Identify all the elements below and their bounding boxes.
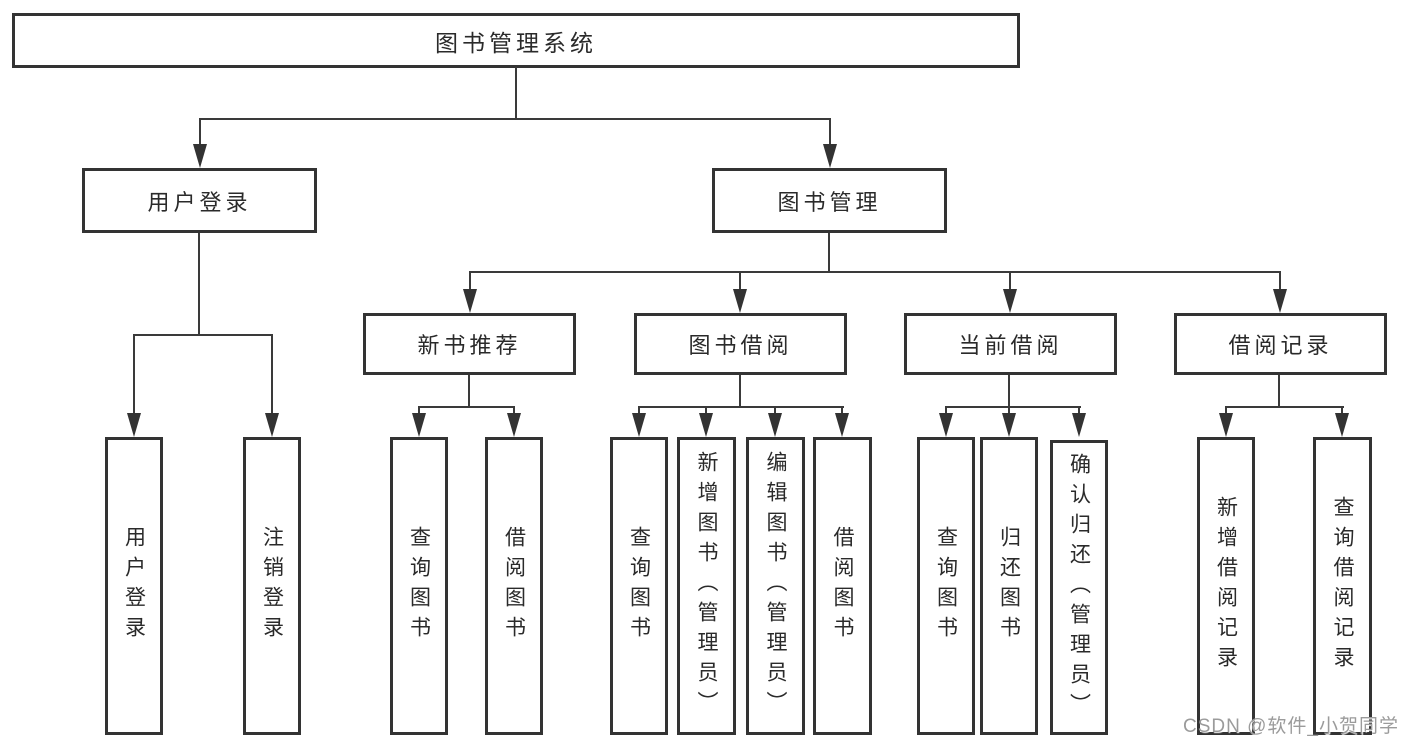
arrowhead-down-icon — [823, 144, 837, 168]
arrowhead-down-icon — [507, 413, 521, 437]
connector-stem — [1225, 406, 1227, 419]
leaf-confirm-return-admin-label: 确认归还（管理员） — [1067, 452, 1091, 723]
leaf-user-login: 用户登录 — [105, 437, 163, 735]
leaf-query-borrow-record-label: 查询借阅记录 — [1331, 496, 1355, 676]
connector-stem — [1008, 406, 1010, 419]
connector-stem — [841, 406, 843, 419]
leaf-confirm-return-admin: 确认归还（管理员） — [1050, 440, 1108, 735]
connector-bookmgmt-rail — [469, 271, 1281, 273]
connector-stem — [271, 334, 273, 419]
leaf-borrow-books-recommend: 借阅图书 — [485, 437, 543, 735]
arrowhead-down-icon — [127, 413, 141, 437]
arrowhead-down-icon — [1002, 413, 1016, 437]
leaf-logout-label: 注销登录 — [260, 526, 284, 646]
leaf-add-borrow-record: 新增借阅记录 — [1197, 437, 1255, 735]
connector-stem — [739, 271, 741, 295]
connector-stem — [1008, 375, 1010, 408]
leaf-add-books-admin: 新增图书（管理员） — [677, 437, 736, 735]
watermark: CSDN @软件_小贺同学 — [1183, 716, 1399, 737]
connector-rail — [945, 406, 1081, 408]
connector-stem — [1279, 271, 1281, 295]
arrowhead-down-icon — [699, 413, 713, 437]
leaf-edit-books-admin: 编辑图书（管理员） — [746, 437, 805, 735]
leaf-user-login-label: 用户登录 — [122, 526, 146, 646]
arrowhead-down-icon — [412, 413, 426, 437]
node-book-borrowing: 图书借阅 — [634, 313, 847, 375]
node-new-book-recommend-label: 新书推荐 — [417, 333, 522, 358]
connector-stem — [739, 375, 741, 408]
leaf-return-books: 归还图书 — [980, 437, 1038, 735]
node-book-management: 图书管理 — [712, 168, 947, 233]
arrowhead-down-icon — [1335, 413, 1349, 437]
arrowhead-down-icon — [193, 144, 207, 168]
node-borrowing-records: 借阅记录 — [1174, 313, 1387, 375]
connector-root-rail — [199, 118, 831, 120]
arrowhead-down-icon — [733, 289, 747, 313]
connector-stem — [829, 118, 831, 150]
node-book-management-label: 图书管理 — [777, 189, 882, 215]
connector-stem — [774, 406, 776, 419]
node-new-book-recommend: 新书推荐 — [363, 313, 576, 375]
leaf-query-books-borrowing-label: 查询图书 — [627, 526, 651, 646]
node-current-borrowing: 当前借阅 — [904, 313, 1117, 375]
connector-stem — [513, 406, 515, 419]
arrowhead-down-icon — [463, 289, 477, 313]
connector-stem — [418, 406, 420, 419]
connector-stem — [468, 375, 470, 408]
node-borrowing-records-label: 借阅记录 — [1228, 333, 1333, 358]
node-book-borrowing-label: 图书借阅 — [688, 333, 793, 358]
leaf-query-books-recommend: 查询图书 — [390, 437, 448, 735]
node-user-login-label: 用户登录 — [147, 189, 252, 215]
connector-stem — [945, 406, 947, 419]
leaf-add-borrow-record-label: 新增借阅记录 — [1214, 496, 1238, 676]
connector-stem — [1078, 406, 1080, 419]
arrowhead-down-icon — [939, 413, 953, 437]
arrowhead-down-icon — [768, 413, 782, 437]
arrowhead-down-icon — [1003, 289, 1017, 313]
connector-userlogin-rail — [133, 334, 273, 336]
node-root-system: 图书管理系统 — [12, 13, 1020, 68]
connector-stem — [1278, 375, 1280, 408]
arrowhead-down-icon — [835, 413, 849, 437]
connector-stem — [1009, 271, 1011, 295]
connector-stem — [638, 406, 640, 419]
connector-stem — [199, 118, 201, 150]
arrowhead-down-icon — [1273, 289, 1287, 313]
leaf-query-books-recommend-label: 查询图书 — [407, 526, 431, 646]
leaf-borrow-books-borrowing-label: 借阅图书 — [831, 526, 855, 646]
leaf-borrow-books-borrowing: 借阅图书 — [813, 437, 872, 735]
node-root-label: 图书管理系统 — [435, 29, 597, 56]
connector-rail — [638, 406, 844, 408]
leaf-logout: 注销登录 — [243, 437, 301, 735]
connector-stem — [1341, 406, 1343, 419]
connector-root-stem — [515, 67, 517, 119]
connector-userlogin-stem — [198, 233, 200, 336]
arrowhead-down-icon — [265, 413, 279, 437]
connector-rail — [418, 406, 515, 408]
leaf-add-books-admin-label: 新增图书（管理员） — [695, 451, 719, 721]
connector-stem — [469, 271, 471, 295]
connector-rail — [1225, 406, 1344, 408]
leaf-query-books-current-label: 查询图书 — [934, 526, 958, 646]
leaf-return-books-label: 归还图书 — [997, 526, 1021, 646]
leaf-edit-books-admin-label: 编辑图书（管理员） — [764, 451, 788, 721]
leaf-query-borrow-record: 查询借阅记录 — [1313, 437, 1372, 735]
connector-stem — [133, 334, 135, 419]
leaf-borrow-books-recommend-label: 借阅图书 — [502, 526, 526, 646]
node-user-login: 用户登录 — [82, 168, 317, 233]
leaf-query-books-borrowing: 查询图书 — [610, 437, 668, 735]
arrowhead-down-icon — [1072, 413, 1086, 437]
connector-bookmgmt-stem — [828, 233, 830, 273]
node-current-borrowing-label: 当前借阅 — [958, 333, 1063, 358]
connector-stem — [705, 406, 707, 419]
arrowhead-down-icon — [632, 413, 646, 437]
arrowhead-down-icon — [1219, 413, 1233, 437]
leaf-query-books-current: 查询图书 — [917, 437, 975, 735]
